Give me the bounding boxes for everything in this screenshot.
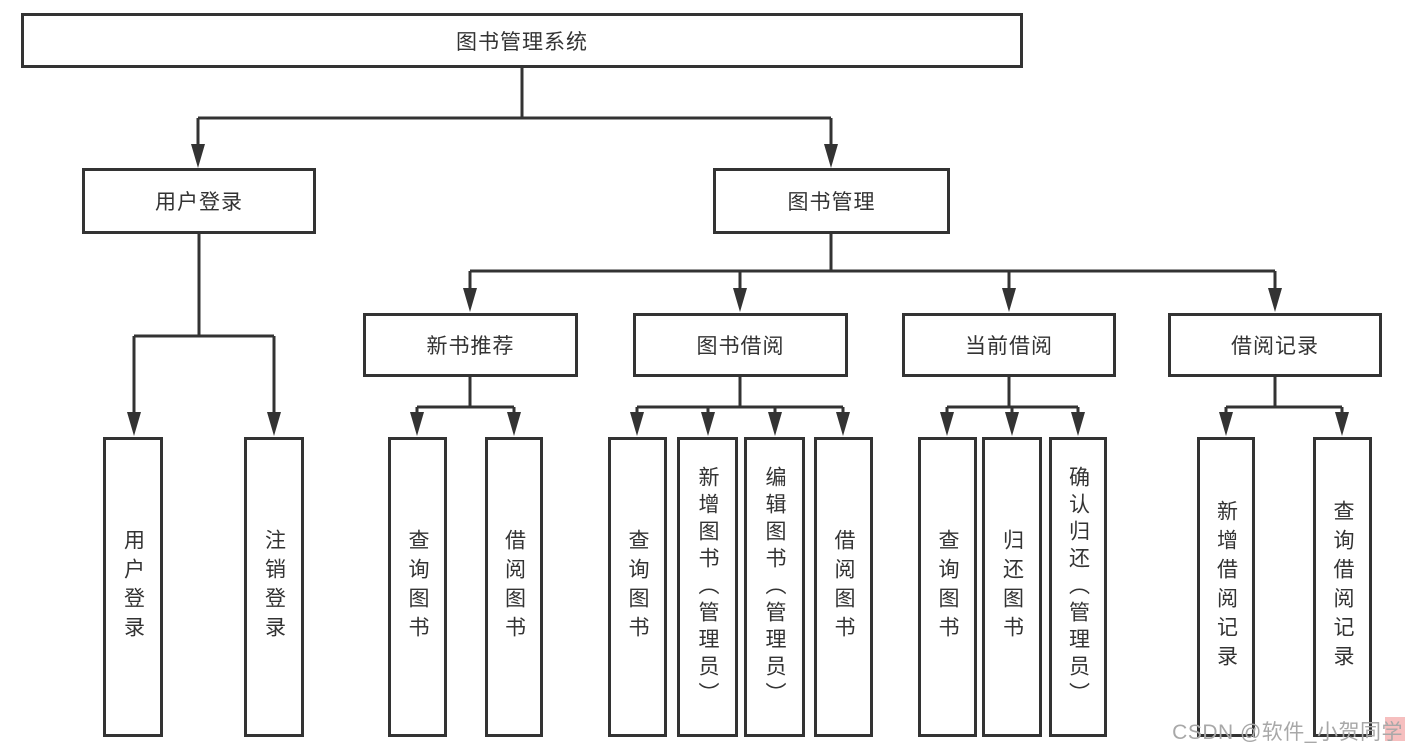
leaf-records-add-label: 新增借阅记录: [1214, 500, 1238, 674]
leaf-user-login-label: 用户登录: [121, 529, 145, 645]
leaf-borrowing-edit-label: 编辑图书（管理员）: [763, 465, 786, 709]
node-book-borrow: 图书借阅: [633, 313, 848, 377]
leaf-records-query: 查询借阅记录: [1313, 437, 1372, 737]
leaf-borrowing-borrow: 借阅图书: [814, 437, 873, 737]
watermark-accent: [1385, 717, 1405, 741]
node-book-borrow-label: 图书借阅: [696, 335, 785, 358]
node-user-login-label: 用户登录: [155, 191, 243, 214]
connector-borrowing-to-leaves: [630, 377, 850, 436]
leaf-borrowing-query: 查询图书: [608, 437, 667, 737]
leaf-logout-label: 注销登录: [262, 529, 286, 645]
node-new-book-recommend: 新书推荐: [363, 313, 578, 377]
leaf-logout: 注销登录: [244, 437, 304, 737]
node-current-borrow: 当前借阅: [902, 313, 1116, 377]
node-book-mgmt-label: 图书管理: [787, 191, 876, 214]
leaf-newbooks-query: 查询图书: [388, 437, 447, 737]
node-new-book-recommend-label: 新书推荐: [426, 335, 515, 358]
leaf-current-query-label: 查询图书: [936, 529, 959, 645]
node-user-login: 用户登录: [82, 168, 316, 234]
node-borrow-records: 借阅记录: [1168, 313, 1382, 377]
connector-user-login-to-leaves: [127, 234, 281, 436]
leaf-newbooks-borrow: 借阅图书: [485, 437, 543, 737]
leaf-records-add: 新增借阅记录: [1197, 437, 1255, 737]
leaf-newbooks-borrow-label: 借阅图书: [502, 529, 526, 645]
leaf-current-confirm-return: 确认归还（管理员）: [1049, 437, 1107, 737]
node-borrow-records-label: 借阅记录: [1231, 335, 1319, 358]
connector-new-books-to-leaves: [410, 377, 521, 436]
connector-records-to-leaves: [1219, 377, 1349, 436]
leaf-current-return: 归还图书: [982, 437, 1042, 737]
leaf-current-confirm-return-label: 确认归还（管理员）: [1066, 465, 1090, 709]
node-root-system: 图书管理系统: [21, 13, 1023, 68]
leaf-borrowing-borrow-label: 借阅图书: [832, 529, 855, 645]
leaf-borrowing-add: 新增图书（管理员）: [677, 437, 738, 737]
leaf-current-query: 查询图书: [918, 437, 977, 737]
connector-root-to-level2: [191, 68, 838, 168]
leaf-newbooks-query-label: 查询图书: [406, 529, 429, 645]
node-root-label: 图书管理系统: [456, 30, 588, 54]
leaf-borrowing-add-label: 新增图书（管理员）: [696, 465, 719, 709]
connector-current-to-leaves: [940, 377, 1085, 436]
leaf-records-query-label: 查询借阅记录: [1331, 500, 1354, 674]
leaf-user-login: 用户登录: [103, 437, 163, 737]
leaf-current-return-label: 归还图书: [1000, 529, 1024, 645]
connector-book-mgmt-to-level3: [463, 234, 1282, 312]
node-book-mgmt: 图书管理: [713, 168, 950, 234]
node-current-borrow-label: 当前借阅: [965, 335, 1053, 358]
leaf-borrowing-query-label: 查询图书: [626, 529, 649, 645]
watermark: CSDN @软件_小贺同学: [1172, 721, 1403, 744]
leaf-borrowing-edit: 编辑图书（管理员）: [744, 437, 805, 737]
